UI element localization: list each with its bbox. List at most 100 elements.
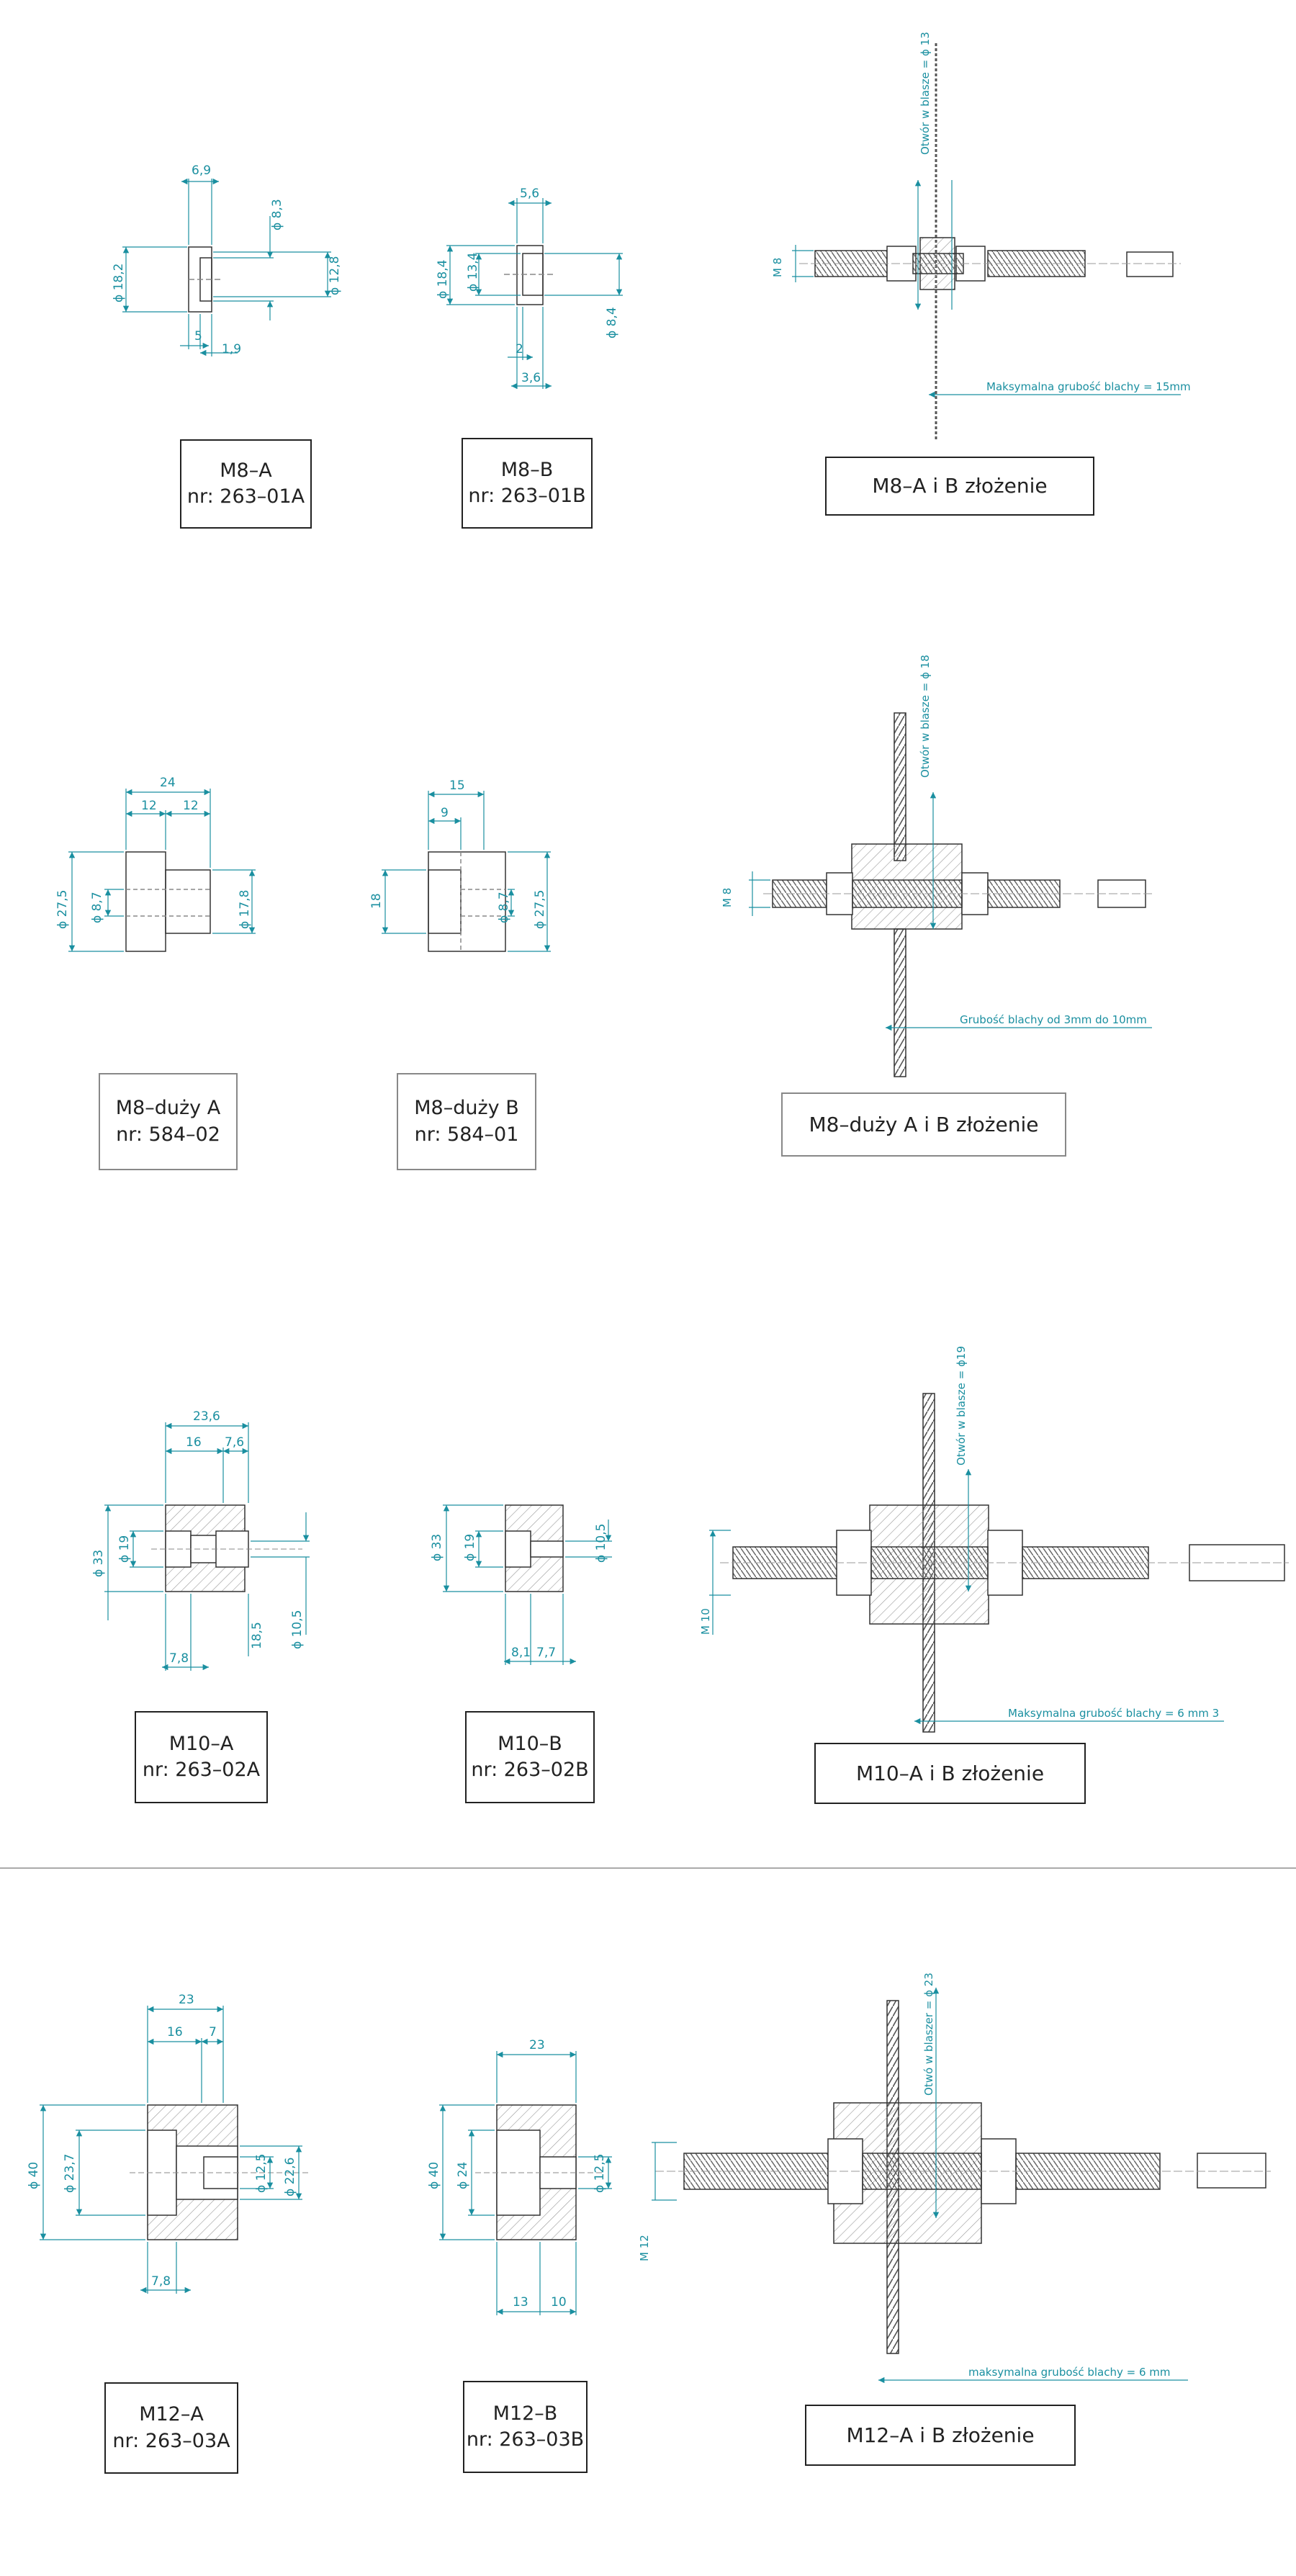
dim-m12a-left1: ϕ 40 — [27, 2162, 41, 2189]
assembly-m12-hole: Otwó w blaszer = ϕ 23 — [922, 1973, 935, 2096]
label-title: M12–A i B złożenie — [846, 2423, 1035, 2447]
dim-m10a-top2: 7,6 — [225, 1435, 244, 1450]
dim-m8a-top: 6,9 — [192, 163, 211, 178]
label-title: M12–B — [492, 2402, 558, 2425]
part-m8-b-dims — [446, 198, 623, 390]
label-number: nr: 263–03B — [466, 2428, 585, 2451]
dim-m12a-top: 23 — [179, 1993, 194, 2007]
part-m8-large-a-drawing — [125, 851, 211, 952]
assembly-m8-hole: Otwór w blasze = ϕ 13 — [919, 32, 932, 155]
part-m12-b-dims — [439, 2051, 612, 2315]
assembly-m12-thread: M 12 — [638, 2235, 651, 2261]
dim-m10b-bottom1: 8,1 — [511, 1646, 531, 1660]
dim-m8la-top2: 12 — [183, 799, 199, 813]
dim-m8la-right: ϕ 17,8 — [238, 890, 252, 929]
dim-m8la-left1: ϕ 27,5 — [55, 890, 70, 929]
label-m12-a: M12–A nr: 263–03A — [104, 2382, 238, 2474]
dim-m8b-left2: ϕ 13,4 — [466, 253, 480, 292]
assembly-m8-drawing — [799, 43, 1181, 439]
label-title: M10–B — [498, 1732, 562, 1755]
label-title: M10–A i B złożenie — [855, 1761, 1045, 1785]
label-m10-a: M10–A nr: 263–02A — [135, 1711, 268, 1803]
dim-m10a-right1: 18,5 — [250, 1622, 264, 1649]
dim-m10b-bottom2: 7,7 — [536, 1646, 556, 1660]
dim-m8b-bottom2: 3,6 — [521, 371, 541, 385]
dim-m8b-right: ϕ 8,4 — [605, 307, 619, 338]
dim-m10a-left1: ϕ 33 — [91, 1550, 106, 1577]
dim-m8a-bottom2: 1,9 — [222, 342, 241, 356]
dim-m12b-right: ϕ 12,5 — [593, 2154, 607, 2193]
dim-m8lb-right1: ϕ 8,7 — [497, 892, 511, 923]
dim-m12a-top1: 16 — [167, 2025, 183, 2039]
label-m10-b: M10–B nr: 263–02B — [465, 1711, 595, 1803]
dim-m8b-bottom1: 2 — [516, 342, 523, 356]
assembly-m8-large-drawing — [763, 712, 1152, 1077]
dim-m8b-top: 5,6 — [520, 187, 539, 201]
dim-m8lb-top1: 9 — [441, 806, 449, 820]
part-m10-a-drawing — [151, 1504, 302, 1592]
assembly-m8-large-note: Grubość blachy od 3mm do 10mm — [960, 1013, 1147, 1026]
dim-m8b-left1: ϕ 18,4 — [436, 260, 450, 299]
part-m8-a-dims — [122, 178, 331, 356]
dim-m12a-bottom: 7,8 — [151, 2274, 171, 2289]
dim-m12b-left1: ϕ 40 — [427, 2162, 441, 2189]
label-number: nr: 584–02 — [116, 1123, 220, 1146]
part-m10-b-dims — [443, 1504, 612, 1665]
part-m8-large-b-dims — [382, 791, 551, 952]
label-number: nr: 263–02B — [471, 1759, 589, 1781]
dim-m12b-top: 23 — [529, 2038, 545, 2052]
section-m8-large: 24 12 12 ϕ 27,5 ϕ 8,7 ϕ 17,8 15 9 18 ϕ 8… — [55, 655, 1152, 1077]
label-m12-assembly: M12–A i B złożenie — [805, 2405, 1076, 2466]
assembly-m10-thread: M 10 — [699, 1608, 712, 1635]
section-divider — [0, 1867, 1296, 1869]
part-m8-large-b-drawing — [428, 851, 506, 952]
assembly-m10-dims — [709, 1469, 1224, 1725]
assembly-m12-note: maksymalna grubość blachy = 6 mm — [968, 2366, 1171, 2379]
label-title: M8–B — [500, 458, 554, 481]
label-title: M12–A — [139, 2403, 204, 2426]
dim-m12a-left2: ϕ 23,7 — [63, 2154, 77, 2193]
dim-m10a-right2: ϕ 10,5 — [290, 1610, 305, 1649]
dim-m10b-left2: ϕ 19 — [463, 1534, 477, 1561]
dim-m8a-right2: ϕ 12,8 — [328, 256, 342, 295]
label-number: nr: 263–01A — [186, 485, 305, 508]
dim-m8lb-top: 15 — [449, 778, 465, 793]
label-m8-large-assembly: M8–duży A i B złożenie — [781, 1092, 1066, 1157]
label-title: M8–A i B złożenie — [872, 474, 1048, 498]
dim-m8la-top1: 12 — [141, 799, 157, 813]
part-m8-b-drawing — [504, 245, 554, 305]
dim-m8a-bottom1: 5 — [194, 329, 202, 344]
dim-m8a-left: ϕ 18,2 — [112, 264, 126, 302]
part-m10-b-drawing — [505, 1504, 564, 1592]
label-number: nr: 263–03A — [112, 2429, 230, 2452]
label-m12-b: M12–B nr: 263–03B — [463, 2381, 588, 2473]
dim-m10a-bottom: 7,8 — [169, 1651, 189, 1666]
label-title: M8–duży A — [115, 1097, 221, 1120]
dim-m10b-right: ϕ 10,5 — [594, 1524, 608, 1563]
label-m8-a: M8–A nr: 263–01A — [180, 439, 312, 529]
part-m12-a-drawing — [130, 2104, 310, 2240]
section-m12: 23 16 7 ϕ 40 ϕ 23,7 ϕ 12,5 ϕ 22,6 7,8 23… — [27, 1973, 1271, 2384]
section-m8: 6,9 ϕ 18,2 ϕ 8,3 ϕ 12,8 5 1,9 5,6 ϕ 18,4… — [112, 32, 1191, 439]
assembly-m12-drawing — [655, 2000, 1271, 2354]
label-number: nr: 263–02A — [142, 1759, 261, 1781]
dim-m12a-top2: 7 — [209, 2025, 217, 2039]
dim-m10a-left2: ϕ 19 — [117, 1535, 132, 1563]
label-m8-assembly: M8–A i B złożenie — [825, 457, 1094, 516]
label-number: nr: 263–01B — [468, 485, 586, 507]
label-m8-b: M8–B nr: 263–01B — [462, 438, 593, 529]
assembly-m8-large-dims — [749, 792, 1152, 1031]
assembly-m8-large-thread: M 8 — [721, 888, 734, 907]
dim-m10a-top: 23,6 — [193, 1409, 220, 1424]
part-m12-a-dims — [40, 2006, 302, 2294]
dim-m8la-top: 24 — [160, 776, 176, 790]
assembly-m8-large-hole: Otwór w blasze = ϕ 18 — [919, 655, 932, 778]
assembly-m8-dims — [792, 179, 1181, 398]
dim-m12a-right1: ϕ 12,5 — [254, 2154, 269, 2193]
dim-m10a-top1: 16 — [186, 1435, 202, 1450]
label-number: nr: 584–01 — [414, 1123, 519, 1146]
dim-m8la-left2: ϕ 8,7 — [90, 892, 104, 923]
dim-m12b-bottom1: 13 — [513, 2295, 528, 2310]
assembly-m10-hole: Otwór w blasze = ϕ19 — [955, 1346, 968, 1466]
